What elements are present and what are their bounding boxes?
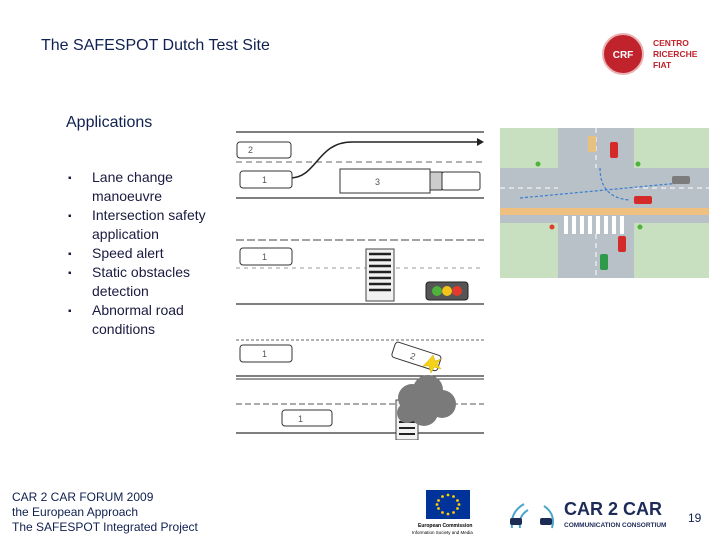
footer-line-2: The SAFESPOT Integrated Project (12, 520, 198, 534)
grass-area (634, 223, 709, 278)
crf-line-2: RICERCHE (653, 49, 698, 59)
road-scenario-diagram: 2 1 3 1 1 (236, 131, 484, 440)
bullet-icon: ▪ (68, 173, 72, 184)
list-item: ▪ Static obstacles detection (66, 263, 231, 301)
truck-cab (429, 171, 443, 191)
vehicle-car (236, 141, 292, 159)
vehicle-label: 1 (262, 252, 267, 262)
truck-trailer (339, 168, 431, 194)
signal-dot (637, 224, 643, 230)
signal-waves-icon (510, 503, 554, 529)
vehicle-car (610, 142, 618, 158)
vehicle-car (588, 136, 596, 152)
grass-area (500, 128, 558, 168)
c2c-sub-text: COMMUNICATION CONSORTIUM (564, 522, 666, 529)
section-heading: Applications (66, 114, 153, 131)
fog-cloud-icon (397, 375, 456, 426)
page-number: 19 (688, 511, 702, 525)
impact-star-icon (422, 354, 442, 374)
footer-line-1: the European Approach (12, 505, 139, 519)
lane-change-path (289, 141, 477, 179)
vehicle-label: 1 (262, 175, 267, 185)
vehicle-label: 2 (409, 351, 417, 362)
list-item-text: Static obstacles detection (92, 264, 191, 299)
car-icon (510, 518, 522, 525)
list-item-text: Lane change manoeuvre (92, 169, 173, 204)
vehicle-label: 1 (262, 349, 267, 359)
signal-dot (535, 161, 541, 167)
list-item-text: Speed alert (92, 245, 164, 261)
application-list: ▪ Lane change manoeuvre ▪ Intersection saf… (66, 168, 231, 339)
traffic-light-green (432, 286, 442, 296)
signal-dot (635, 161, 641, 167)
car-icon (540, 518, 552, 525)
car2car-consortium-logo: CAR 2 CAR COMMUNICATION CONSORTIUM (510, 499, 666, 529)
vehicle-car (634, 196, 652, 204)
eu-caption-1: European Commission (418, 523, 472, 529)
traffic-light-yellow (442, 286, 452, 296)
vehicle-car (239, 344, 293, 363)
list-item: ▪ Speed alert (66, 244, 231, 263)
bike-lane (500, 208, 709, 215)
eu-stars-icon (435, 493, 461, 516)
list-item: ▪ Abnormal road conditions (66, 301, 231, 339)
vehicle-car (281, 409, 333, 427)
vehicle-car (618, 236, 626, 252)
page-title: The SAFESPOT Dutch Test Site (41, 37, 270, 54)
crf-line-3: FIAT (653, 60, 672, 70)
bullet-icon: ▪ (68, 211, 72, 222)
crf-badge-text: CRF (613, 50, 634, 61)
c2c-brand-text: CAR 2 CAR (564, 499, 662, 519)
list-item-text: Abnormal road conditions (92, 302, 184, 337)
vehicle-car (600, 254, 608, 270)
traffic-light-red (452, 286, 462, 296)
european-commission-logo: European Commission Information Society … (412, 490, 473, 535)
crf-line-1: CENTRO (653, 38, 689, 48)
bullet-icon: ▪ (68, 249, 72, 260)
truck-body (441, 171, 481, 191)
vehicle-path (519, 182, 681, 199)
vehicle-car (672, 176, 690, 184)
vehicle-label: 1 (298, 414, 303, 424)
crf-logo: CRF CENTRO RICERCHE FIAT (602, 33, 698, 75)
vehicle-label: 2 (248, 145, 253, 155)
arrow-head-icon (477, 138, 484, 146)
bullet-icon: ▪ (68, 306, 72, 317)
building (365, 248, 395, 302)
vehicle-label: 3 (375, 177, 380, 187)
vehicle-car (239, 170, 293, 189)
vehicle-car (239, 247, 293, 266)
signal-dot (549, 224, 555, 230)
footer-event-title: CAR 2 CAR FORUM 2009 (12, 490, 154, 504)
crf-logo-badge (603, 34, 643, 74)
intersection-diagram (500, 128, 709, 278)
list-item: ▪ Intersection safety application (66, 206, 231, 244)
bullet-icon: ▪ (68, 268, 72, 279)
eu-caption-2: Information Society and Media (412, 530, 473, 535)
grass-area (634, 128, 709, 168)
grass-area (500, 223, 558, 278)
list-item-text: Intersection safety application (92, 207, 206, 242)
list-item: ▪ Lane change manoeuvre (66, 168, 231, 206)
